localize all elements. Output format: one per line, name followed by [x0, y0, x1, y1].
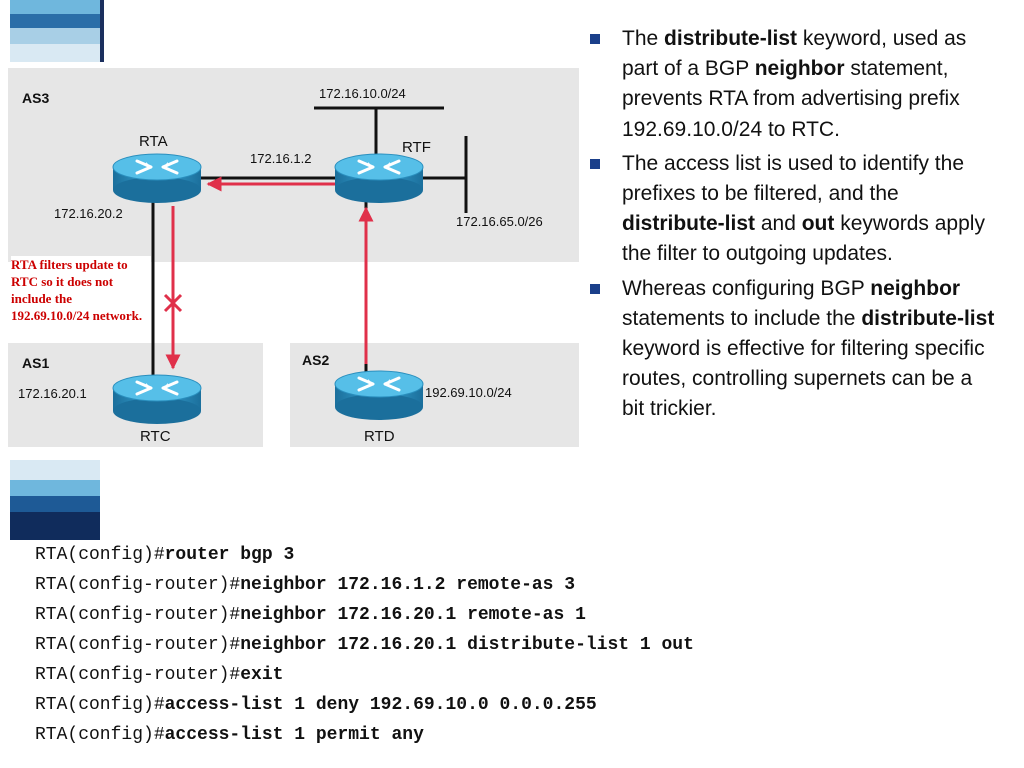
bullet-item: Whereas configuring BGP neighbor stateme… — [590, 274, 998, 425]
code-prompt: RTA(config)# — [35, 545, 165, 565]
code-command: router bgp 3 — [164, 545, 295, 565]
code-command: neighbor 172.16.20.1 remote-as 1 — [240, 605, 586, 625]
network-label-172-16-20-1: 172.16.20.1 — [18, 386, 87, 401]
decorative-stripe-top — [10, 0, 104, 62]
code-line: RTA(config)#access-list 1 permit any — [35, 720, 694, 750]
router-rta-label: RTA — [139, 133, 168, 150]
code-command: neighbor 172.16.1.2 remote-as 3 — [240, 575, 576, 595]
router-rtf-icon — [333, 152, 425, 204]
code-prompt: RTA(config)# — [35, 695, 165, 715]
code-command: access-list 1 permit any — [164, 725, 424, 745]
bullet-item: The distribute-list keyword, used as par… — [590, 24, 998, 145]
filter-x-icon — [163, 293, 183, 313]
bullet-square-icon — [590, 283, 600, 294]
bullet-keyword: out — [801, 212, 835, 236]
code-prompt: RTA(config-router)# — [35, 605, 241, 625]
as3-label: AS3 — [22, 90, 49, 106]
router-rtc-icon — [111, 373, 203, 425]
bullet-item: The access list is used to identify the … — [590, 149, 998, 270]
bullet-keyword: distribute-list — [664, 27, 798, 50]
code-line: RTA(config-router)#neighbor 172.16.1.2 r… — [35, 570, 694, 600]
network-label-172-16-20-2: 172.16.20.2 — [54, 206, 123, 221]
bullet-square-icon — [590, 158, 600, 169]
filter-note: RTA filters update to RTC so it does not… — [11, 256, 151, 324]
code-line: RTA(config-router)#neighbor 172.16.20.1 … — [35, 630, 694, 660]
bullet-keyword: distribute-list — [622, 212, 756, 236]
router-rta-icon — [111, 152, 203, 204]
decorative-stripe-bottom — [10, 460, 100, 540]
code-prompt: RTA(config-router)# — [35, 575, 241, 595]
as2-label: AS2 — [302, 352, 329, 368]
router-rtc-label: RTC — [140, 428, 171, 445]
network-diagram: AS3 AS1 AS2 RTA RTF RTC RTD 172.16.10.0/… — [8, 68, 579, 447]
bullet-text: keywords apply the filter to outgoing up… — [622, 212, 985, 266]
as3-area — [8, 68, 579, 262]
network-label-172-16-65-0: 172.16.65.0/26 — [456, 214, 543, 229]
bullet-square-icon — [590, 34, 600, 44]
code-command: exit — [240, 665, 284, 685]
network-label-172-16-1-2: 172.16.1.2 — [250, 151, 311, 166]
bullet-text: The — [622, 27, 665, 50]
bullet-text: keyword, used as part of a BGP — [622, 27, 967, 81]
code-prompt: RTA(config-router)# — [35, 635, 241, 655]
code-command: access-list 1 deny 192.69.10.0 0.0.0.255 — [164, 695, 597, 715]
code-line: RTA(config-router)#neighbor 172.16.20.1 … — [35, 600, 694, 630]
code-command: neighbor 172.16.20.1 distribute-list 1 o… — [240, 635, 694, 655]
router-rtd-icon — [333, 369, 425, 421]
bullet-text: and — [755, 212, 802, 236]
bullet-text: keyword is effective for filtering speci… — [622, 337, 985, 421]
bullet-text: statement, prevents RTA from advertising… — [622, 57, 960, 141]
code-prompt: RTA(config)# — [35, 725, 165, 745]
bullet-keyword: neighbor — [870, 276, 961, 300]
network-label-172-16-10-0: 172.16.10.0/24 — [319, 86, 406, 101]
bullet-text: Whereas configuring BGP — [622, 276, 871, 300]
network-label-192-69-10-0: 192.69.10.0/24 — [425, 385, 512, 400]
code-line: RTA(config-router)#exit — [35, 660, 694, 690]
bullet-text: statements to include the — [622, 306, 862, 330]
router-rtf-label: RTF — [402, 139, 431, 156]
bullet-keyword: neighbor — [754, 57, 845, 81]
bullet-keyword: distribute-list — [861, 306, 995, 330]
bullet-text: The access list is used to identify the … — [622, 151, 964, 206]
router-rtd-label: RTD — [364, 428, 395, 445]
code-prompt: RTA(config-router)# — [35, 665, 241, 685]
as1-label: AS1 — [22, 355, 49, 371]
bullet-list: The distribute-list keyword, used as par… — [590, 24, 998, 429]
code-line: RTA(config)#router bgp 3 — [35, 540, 694, 570]
code-line: RTA(config)#access-list 1 deny 192.69.10… — [35, 690, 694, 720]
